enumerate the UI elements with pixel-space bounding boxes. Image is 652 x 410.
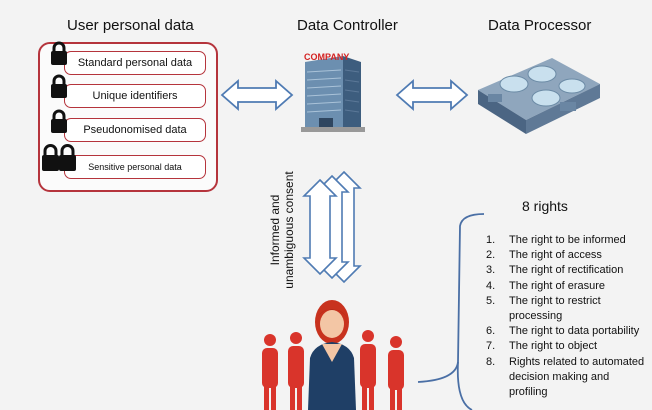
consent-label-line-2: unambiguous consent <box>282 171 296 289</box>
right-text: Rights related to automated decision mak… <box>509 355 645 399</box>
right-text: The right of erasure <box>509 279 605 292</box>
rights-list-item: 5. The right to restrict processing <box>486 294 646 324</box>
right-number: 5. <box>486 294 496 307</box>
controller-heading: Data Controller <box>297 17 398 34</box>
rights-list-item: 8. Rights related to automated decision m… <box>486 355 646 401</box>
right-text: The right to be informed <box>509 234 626 246</box>
padlock-icon <box>51 109 67 133</box>
data-center-icon <box>478 58 600 134</box>
right-text: The right of rectification <box>509 264 624 277</box>
data-flow-arrow-left <box>220 79 294 111</box>
padlock-icon <box>51 74 67 98</box>
rights-list-item: 7. The right to object <box>486 339 646 354</box>
company-building-icon <box>301 56 365 132</box>
data-item-unique-identifiers: Unique identifiers <box>64 84 206 108</box>
rights-list-item: 1. The right to be informed <box>486 233 646 248</box>
building-sign: COMPANY <box>304 52 350 62</box>
people-group-icon <box>262 300 404 410</box>
user-data-heading: User personal data <box>67 17 194 34</box>
right-number: 8. <box>486 355 496 368</box>
right-text: The right of access <box>509 249 602 262</box>
consent-arrows <box>302 170 362 284</box>
rights-list: 1. The right to be informed 2. The right o… <box>486 233 646 400</box>
rights-bracket <box>417 213 485 410</box>
data-item-pseudonomised: Pseudonomised data <box>64 118 206 142</box>
right-text: The right to data portability <box>509 325 640 338</box>
rights-title: 8 rights <box>522 198 568 214</box>
right-number: 3. <box>486 264 496 277</box>
right-text: The right to object <box>509 340 598 353</box>
right-number: 1. <box>486 234 496 246</box>
consent-label-line-1: Informed and <box>268 194 282 266</box>
right-number: 6. <box>486 325 496 338</box>
data-item-sensitive: Sensitive personal data <box>64 155 206 179</box>
right-number: 4. <box>486 279 496 292</box>
padlock-icon <box>51 41 67 65</box>
rights-list-item: 6. The right to data portability <box>486 324 646 339</box>
right-number: 7. <box>486 340 496 353</box>
data-flow-arrow-right <box>395 79 469 111</box>
right-text: The right to restrict processing <box>509 294 601 323</box>
padlock-icon <box>42 144 76 171</box>
data-item-standard: Standard personal data <box>64 51 206 75</box>
right-number: 2. <box>486 249 496 262</box>
rights-list-item: 3. The right of rectification <box>486 263 646 278</box>
user-data-box: Standard personal data Unique identifier… <box>38 42 218 192</box>
processor-heading: Data Processor <box>488 17 592 34</box>
consent-label: Informed and unambiguous consent <box>262 165 302 295</box>
rights-list-item: 2. The right of access <box>486 248 646 263</box>
rights-list-item: 4. The right of erasure <box>486 279 646 294</box>
